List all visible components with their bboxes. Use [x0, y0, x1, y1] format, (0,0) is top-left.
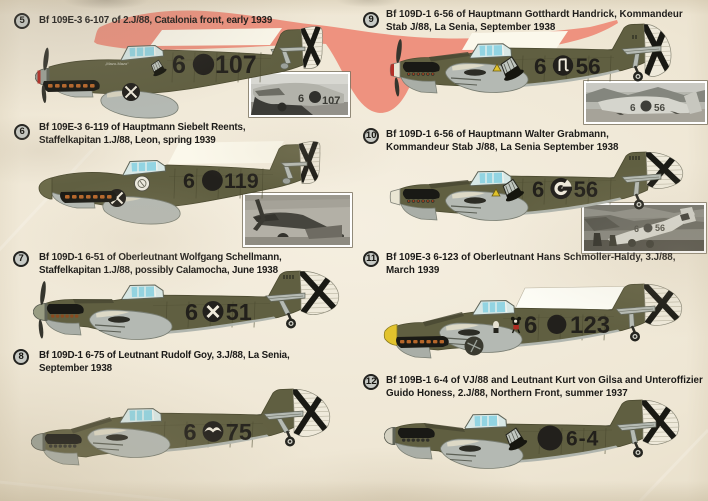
svg-text:6: 6: [634, 224, 639, 234]
svg-text:6: 6: [532, 177, 544, 202]
svg-text:6: 6: [172, 51, 186, 79]
svg-text:6: 6: [185, 299, 198, 325]
svg-text:119: 119: [224, 169, 259, 193]
svg-text:107: 107: [322, 95, 340, 107]
svg-text:75: 75: [226, 419, 252, 445]
svg-text:6-4: 6-4: [566, 428, 599, 451]
svg-text:6: 6: [630, 103, 636, 114]
svg-text:56: 56: [655, 223, 665, 233]
svg-text:6: 6: [298, 93, 304, 105]
svg-text:51: 51: [226, 299, 252, 325]
svg-text:6: 6: [183, 169, 195, 193]
svg-text:107: 107: [215, 51, 257, 79]
svg-text:123: 123: [570, 312, 610, 339]
svg-text:6: 6: [184, 419, 197, 445]
svg-text:56: 56: [576, 54, 601, 79]
svg-text:56: 56: [654, 103, 666, 114]
svg-text:6: 6: [534, 54, 547, 79]
svg-text:„Mazo-Mazo“: „Mazo-Mazo“: [105, 61, 129, 66]
svg-text:6: 6: [524, 312, 537, 339]
svg-text:56: 56: [574, 177, 598, 202]
